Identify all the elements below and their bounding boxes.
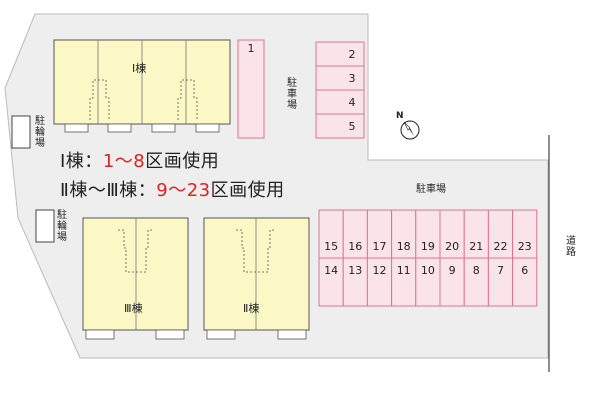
parking-spaces-6-23 — [318, 209, 538, 307]
entrance-step — [195, 123, 220, 133]
parking-space-label: 11 — [396, 264, 411, 277]
parking-space-label: 18 — [396, 240, 411, 253]
parking-space-10 — [415, 257, 441, 307]
parking-space-label: 21 — [469, 240, 484, 253]
north-arrow-icon — [400, 120, 420, 140]
entrance-step — [107, 123, 132, 133]
parking-space-label: 3 — [348, 72, 356, 85]
parking-space-label: 19 — [420, 240, 435, 253]
bike-parking-label: 駐輪場 — [57, 210, 67, 243]
parking-space-label: 15 — [324, 240, 339, 253]
parking-space-label: 16 — [348, 240, 363, 253]
parking-space-label: 9 — [448, 264, 456, 277]
parking-label-horizontal: 駐車場 — [416, 184, 446, 195]
bike-parking-box — [35, 209, 55, 243]
building-3 — [82, 217, 189, 331]
building-2-label: Ⅱ棟 — [243, 302, 260, 315]
legend-line-1-suffix: 区画使用 — [145, 151, 220, 172]
parking-space-label: 5 — [348, 120, 356, 133]
bike-parking-label: 駐輪場 — [35, 116, 45, 149]
parking-space-label: 23 — [517, 240, 532, 253]
entrance-step — [85, 329, 115, 340]
parking-space-15 — [318, 209, 344, 259]
legend-line-2-suffix: 区画使用 — [210, 180, 285, 201]
entrance-step — [155, 329, 185, 340]
parking-space-label: 7 — [496, 264, 504, 277]
parking-space-label: 8 — [472, 264, 480, 277]
parking-space-21 — [463, 209, 489, 259]
parking-space-18 — [391, 209, 417, 259]
parking-space-14 — [318, 257, 344, 307]
parking-space-20 — [439, 209, 465, 259]
parking-space-16 — [342, 209, 368, 259]
legend-line-2-range: 9〜23 — [156, 180, 211, 201]
stair-outline — [236, 229, 276, 273]
building-3-label: Ⅲ棟 — [124, 302, 143, 315]
parking-space-1 — [237, 39, 265, 139]
legend-line-2-prefix: Ⅱ棟〜Ⅲ棟： — [60, 180, 157, 201]
parking-space-4 — [315, 89, 365, 115]
north-mark: N — [396, 111, 404, 121]
parking-space-label: 4 — [348, 96, 356, 109]
parking-space-label: 2 — [348, 48, 356, 61]
building-1-label: Ⅰ棟 — [132, 62, 147, 75]
stair-outline — [89, 79, 110, 120]
parking-space-6 — [512, 257, 538, 307]
parking-space-12 — [366, 257, 393, 307]
bike-parking-box — [11, 115, 31, 149]
parking-space-label: 14 — [324, 264, 339, 277]
entrance-step — [64, 123, 89, 133]
parking-space-label: 6 — [521, 264, 529, 277]
parking-space-19 — [415, 209, 441, 259]
stair-outline — [118, 229, 154, 273]
stair-outline — [177, 79, 198, 120]
parking-space-23 — [512, 209, 538, 259]
parking-space-5 — [315, 113, 365, 139]
parking-space-label: 13 — [348, 264, 363, 277]
legend-line-1-prefix: Ⅰ棟： — [60, 151, 103, 172]
parking-space-11 — [391, 257, 417, 307]
parking-space-label: 12 — [372, 264, 387, 277]
parking-space-22 — [487, 209, 514, 259]
parking-spaces-2-5 — [315, 41, 365, 139]
parking-space-label: 22 — [493, 240, 508, 253]
legend-line-1: Ⅰ棟：1〜8区画使用 — [60, 147, 219, 173]
road-label: 道路 — [566, 236, 576, 258]
legend-line-2: Ⅱ棟〜Ⅲ棟：9〜23区画使用 — [60, 176, 285, 202]
parking-space-2 — [315, 41, 365, 67]
entrance-step — [206, 329, 236, 340]
parking-space-8 — [463, 257, 489, 307]
parking-space-label: 10 — [420, 264, 435, 277]
entrance-step — [151, 123, 176, 133]
parking-space-label: 20 — [445, 240, 460, 253]
legend-line-1-range: 1〜8 — [102, 151, 146, 172]
parking-space-1-label: 1 — [247, 42, 255, 55]
parking-space-label: 17 — [372, 240, 387, 253]
parking-label-vertical: 駐車場 — [287, 78, 297, 111]
entrance-step — [277, 329, 307, 340]
building-2 — [203, 217, 310, 331]
